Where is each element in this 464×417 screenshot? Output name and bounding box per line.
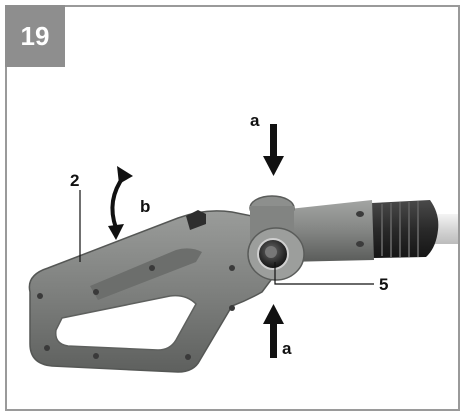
- figure-number-badge: 19: [5, 5, 65, 67]
- rotate-arrow-icon: [108, 166, 133, 240]
- release-button: [257, 238, 289, 270]
- label-part-2: 2: [70, 171, 80, 190]
- arrow-down-icon: [263, 124, 284, 176]
- leader-line-5: [274, 262, 374, 285]
- grip-sleeve: [372, 200, 439, 258]
- label-arrow-bottom: a: [282, 339, 292, 358]
- label-arrow-top: a: [250, 111, 260, 130]
- figure-number: 19: [20, 20, 50, 51]
- arrow-up-icon: [263, 304, 284, 358]
- label-rotation: b: [140, 197, 151, 216]
- handle-body: [28, 210, 287, 373]
- label-part-5: 5: [379, 275, 389, 294]
